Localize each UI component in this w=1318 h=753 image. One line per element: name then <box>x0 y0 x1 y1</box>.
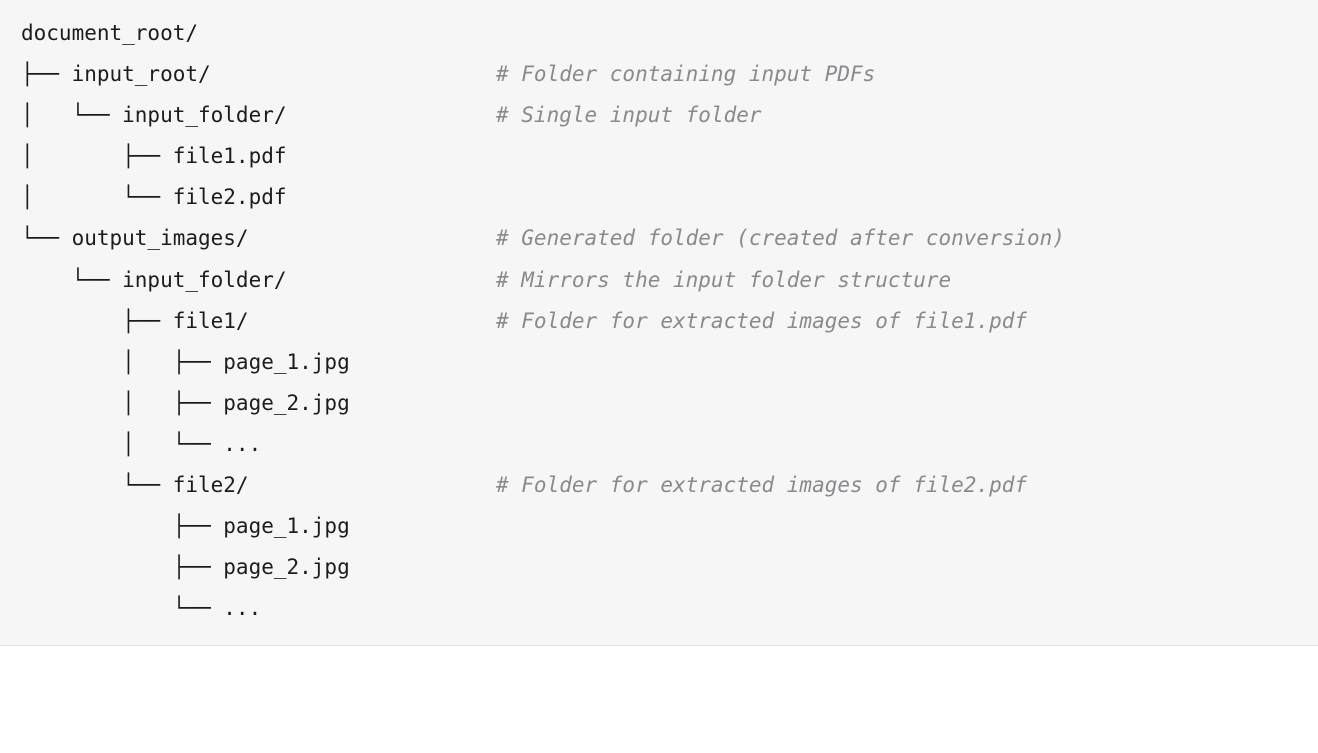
tree-line-input-folder: │ └── input_folder/ # Single input folde… <box>21 95 1318 136</box>
tree-line-file2-page2: ├── page_2.jpg <box>21 547 1318 588</box>
tree-entry: ├── input_root/ <box>21 62 211 87</box>
line-comment: # Folder for extracted images of file2.p… <box>496 473 1028 498</box>
tree-entry: │ ├── file1.pdf <box>21 144 287 169</box>
tree-line-file1-page2: │ ├── page_2.jpg <box>21 383 1318 424</box>
tree-entry: └── input_folder/ <box>21 267 287 292</box>
tree-line-file2-pdf: │ └── file2.pdf <box>21 177 1318 218</box>
line-comment: # Single input folder <box>496 103 762 128</box>
line-comment: # Generated folder (created after conver… <box>496 226 1065 251</box>
code-block: document_root/ ├── input_root/ # Folder … <box>0 13 1318 646</box>
tree-entry: └── output_images/ <box>21 226 249 251</box>
tree-entry: │ └── input_folder/ <box>21 103 287 128</box>
line-comment: # Mirrors the input folder structure <box>496 267 952 292</box>
tree-entry: │ └── file2.pdf <box>21 185 287 210</box>
tree-entry: └── ... <box>21 596 262 621</box>
tree-line-file1-page1: │ ├── page_1.jpg <box>21 342 1318 383</box>
tree-line-file2-folder: └── file2/ # Folder for extracted images… <box>21 465 1318 506</box>
tree-entry: └── file2/ <box>21 473 249 498</box>
tree-line-file1-folder: ├── file1/ # Folder for extracted images… <box>21 301 1318 342</box>
tree-entry: ├── file1/ <box>21 308 249 333</box>
tree-line-file2-page1: ├── page_1.jpg <box>21 506 1318 547</box>
line-comment: # Folder for extracted images of file1.p… <box>496 308 1028 333</box>
tree-entry: │ ├── page_2.jpg <box>21 390 350 415</box>
tree-line-output-input-folder: └── input_folder/ # Mirrors the input fo… <box>21 260 1318 301</box>
tree-line-file2-more: └── ... <box>21 588 1318 629</box>
tree-line-file1-more: │ └── ... <box>21 424 1318 465</box>
tree-line-document-root: document_root/ <box>21 13 1318 54</box>
tree-line-file1-pdf: │ ├── file1.pdf <box>21 136 1318 177</box>
tree-entry: │ ├── page_1.jpg <box>21 349 350 374</box>
tree-entry: ├── page_2.jpg <box>21 555 350 580</box>
tree-line-output-images: └── output_images/ # Generated folder (c… <box>21 218 1318 259</box>
tree-line-input-root: ├── input_root/ # Folder containing inpu… <box>21 54 1318 95</box>
tree-entry: ├── page_1.jpg <box>21 514 350 539</box>
line-comment: # Folder containing input PDFs <box>496 62 876 87</box>
tree-entry: │ └── ... <box>21 431 262 456</box>
tree-entry: document_root/ <box>21 21 199 45</box>
